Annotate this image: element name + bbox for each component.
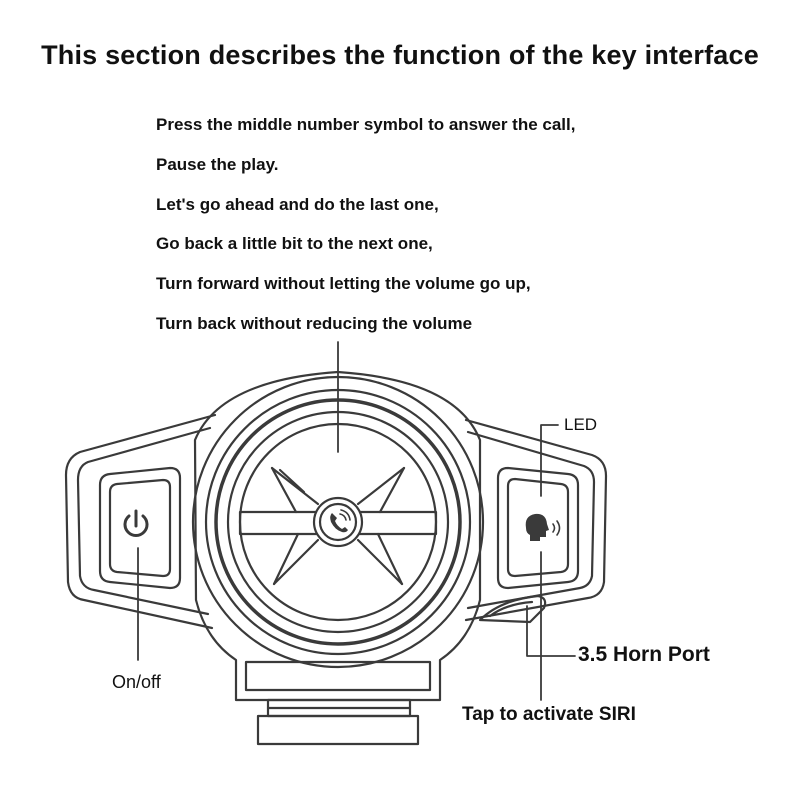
callout-led	[540, 424, 559, 497]
housing-bottom-panel	[244, 660, 432, 692]
on-off-label: On/off	[112, 672, 161, 692]
led-label: LED	[564, 415, 598, 434]
description-next: Go back a little bit to the next one,	[156, 234, 433, 254]
page-title: This section describes the function of t…	[41, 40, 759, 70]
description-volume-up: Turn forward without letting the volume …	[156, 274, 531, 294]
power-button[interactable]	[98, 466, 182, 590]
function-description-list: Press the middle number symbol to answer…	[156, 113, 575, 352]
description-pause-play: Pause the play.	[156, 154, 279, 174]
callout-lines	[137, 341, 576, 701]
callout-horn	[526, 605, 576, 657]
siri-button[interactable]	[496, 466, 580, 590]
right-wing	[464, 418, 608, 622]
power-icon	[123, 509, 149, 537]
description-answer-call: Press the middle number symbol to answer…	[156, 115, 576, 134]
voice-assistant-icon	[525, 513, 561, 541]
phone-call-icon	[330, 509, 351, 533]
horn-port	[478, 594, 547, 624]
center-dial[interactable]	[191, 375, 485, 669]
description-volume-down: Turn back without reducing the volume	[156, 313, 473, 333]
left-wing	[64, 413, 217, 630]
siri-label: Tap to activate SIRI	[462, 704, 636, 725]
bottom-connector	[256, 698, 420, 746]
housing-outer	[193, 370, 482, 702]
description-previous: Let's go ahead and do the last one,	[156, 194, 439, 214]
horn-port-label: 3.5 Horn Port	[578, 643, 710, 666]
